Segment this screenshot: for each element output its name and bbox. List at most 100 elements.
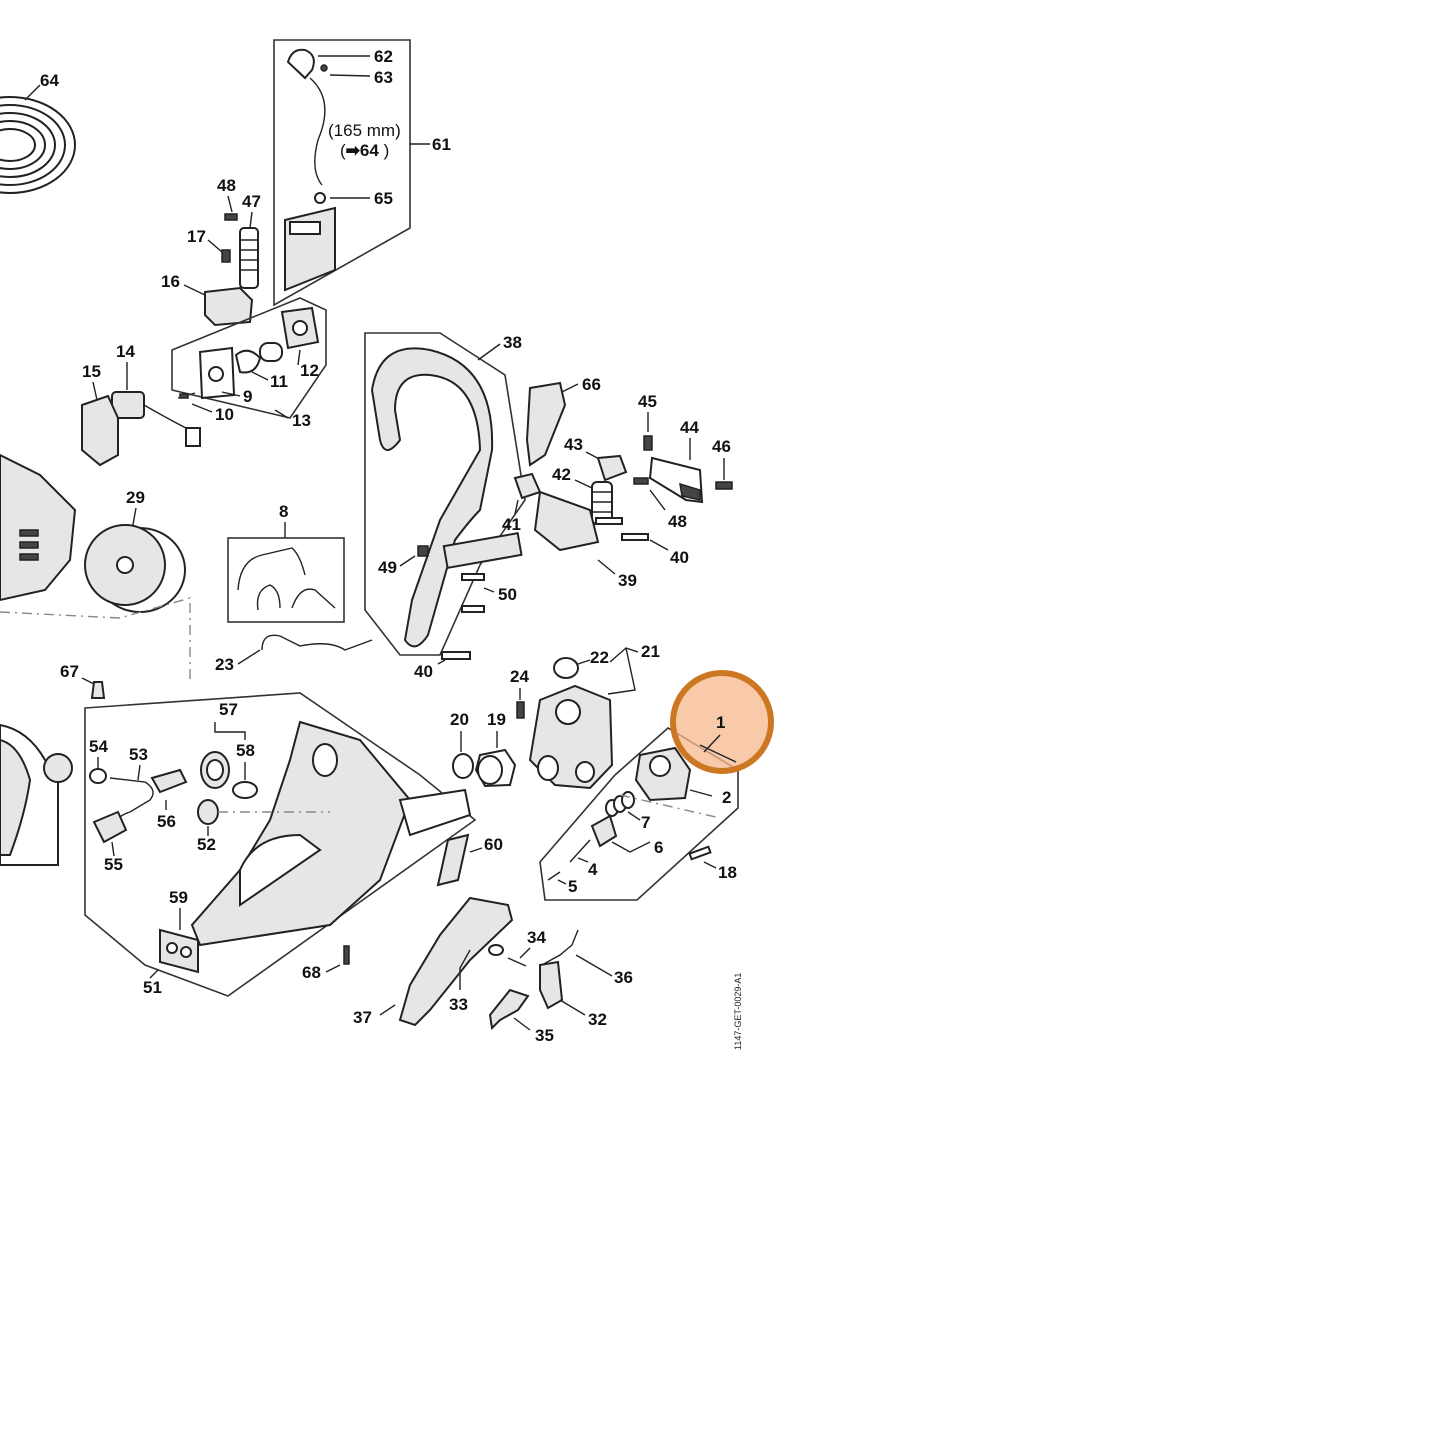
callout-43[interactable]: 43	[564, 435, 583, 454]
callout-23[interactable]: 23	[215, 655, 234, 674]
callout-39[interactable]: 39	[618, 571, 637, 590]
callout-63[interactable]: 63	[374, 68, 393, 87]
callout-49[interactable]: 49	[378, 558, 397, 577]
callout-45[interactable]: 45	[638, 392, 657, 411]
assembly-dash-line-3	[619, 794, 721, 819]
callout-60[interactable]: 60	[484, 835, 503, 854]
callout-38[interactable]: 38	[503, 333, 522, 352]
callout-8[interactable]: 8	[279, 502, 288, 521]
callout-66[interactable]: 66	[582, 375, 601, 394]
part-50-screw-b	[461, 605, 485, 613]
part-68-screw	[343, 945, 350, 965]
part-54-grommet	[89, 768, 107, 784]
callout-11[interactable]: 11	[270, 372, 288, 391]
part-42-spring	[591, 481, 613, 525]
callout-17[interactable]: 17	[187, 227, 206, 246]
callout-40-right[interactable]: 40	[670, 548, 689, 567]
group-box-51	[84, 692, 477, 997]
callout-68[interactable]: 68	[302, 963, 321, 982]
callout-15[interactable]: 15	[82, 362, 101, 381]
callout-44[interactable]: 44	[680, 418, 699, 437]
callout-2[interactable]: 2	[722, 788, 731, 807]
callout-55[interactable]: 55	[104, 855, 123, 874]
callout-58[interactable]: 58	[236, 741, 255, 760]
part-56-fitting	[150, 768, 188, 794]
part-49-nut	[417, 545, 429, 557]
callout-36[interactable]: 36	[614, 968, 633, 987]
part-24-screw	[516, 701, 525, 719]
callout-4[interactable]: 4	[588, 860, 598, 879]
callout-46[interactable]: 46	[712, 437, 731, 456]
callout-37[interactable]: 37	[353, 1008, 372, 1027]
group-box-8	[227, 537, 345, 623]
part-48-screw-top	[224, 213, 238, 221]
callout-29[interactable]: 29	[126, 488, 145, 507]
part-12-carb-flange	[280, 306, 320, 350]
callout-67[interactable]: 67	[60, 662, 79, 681]
part-shroud-left	[0, 453, 77, 602]
callout-32[interactable]: 32	[588, 1010, 607, 1029]
callout-33[interactable]: 33	[449, 995, 468, 1014]
callout-34[interactable]: 34	[527, 928, 546, 947]
callout-1[interactable]: 1	[716, 713, 725, 732]
callout-7[interactable]: 7	[641, 813, 650, 832]
callout-64[interactable]: 64	[40, 71, 59, 90]
part-8-hoses	[237, 547, 336, 611]
callout-51[interactable]: 51	[143, 978, 162, 997]
part-57-tank-vent	[200, 751, 230, 789]
callout-48-right[interactable]: 48	[668, 512, 687, 531]
part-39-anchor	[533, 490, 600, 552]
callout-47[interactable]: 47	[242, 192, 261, 211]
callout-14[interactable]: 14	[116, 342, 135, 361]
callout-35[interactable]: 35	[535, 1026, 554, 1045]
part-63-clip	[320, 64, 328, 72]
callout-48-top[interactable]: 48	[217, 176, 236, 195]
highlight-callout-1[interactable]	[670, 670, 774, 774]
part-18-screw	[688, 845, 712, 861]
part-5-screw	[547, 871, 561, 881]
callout-6[interactable]: 6	[654, 838, 663, 857]
callout-10[interactable]: 10	[215, 405, 234, 424]
callout-24[interactable]: 24	[510, 667, 529, 686]
callout-56[interactable]: 56	[157, 812, 176, 831]
part-64-coil	[0, 96, 76, 194]
part-hose-wire	[309, 77, 326, 186]
part-55-fuel-filter	[92, 810, 128, 844]
callout-9[interactable]: 9	[243, 387, 252, 406]
group-box-38	[364, 332, 526, 656]
callout-53[interactable]: 53	[129, 745, 148, 764]
callout-50[interactable]: 50	[498, 585, 517, 604]
callout-16[interactable]: 16	[161, 272, 180, 291]
callout-5[interactable]: 5	[568, 877, 577, 896]
part-36-spring	[539, 929, 579, 967]
part-19-intake-manifold	[474, 748, 517, 788]
callout-57[interactable]: 57	[219, 700, 238, 719]
callout-18[interactable]: 18	[718, 863, 737, 882]
callout-52[interactable]: 52	[197, 835, 216, 854]
callout-65[interactable]: 65	[374, 189, 393, 208]
callout-13[interactable]: 13	[292, 411, 311, 430]
callout-40-bottom[interactable]: 40	[414, 662, 433, 681]
callout-21[interactable]: 21	[641, 642, 660, 661]
callout-41[interactable]: 41	[502, 515, 521, 534]
part-43-bracket	[596, 454, 628, 482]
callout-19[interactable]: 19	[487, 710, 506, 729]
part-44-buffer	[648, 456, 704, 504]
part-14-switch	[111, 391, 201, 447]
callout-59[interactable]: 59	[169, 888, 188, 907]
callout-61[interactable]: 61	[432, 135, 451, 154]
part-15-cover	[81, 394, 119, 467]
callout-62[interactable]: 62	[374, 47, 393, 66]
part-40-bolt-b	[621, 533, 649, 541]
part-20-clamp-ring	[452, 753, 474, 779]
callout-12[interactable]: 12	[300, 361, 319, 380]
callout-20[interactable]: 20	[450, 710, 469, 729]
part-35-interlock-lever	[488, 988, 530, 1031]
callout-54[interactable]: 54	[89, 737, 108, 756]
part-17-screw	[221, 249, 231, 263]
part-sleeve	[259, 342, 283, 362]
part-65-boot	[314, 192, 326, 204]
callout-42[interactable]: 42	[552, 465, 571, 484]
callout-22[interactable]: 22	[590, 648, 609, 667]
part-23-hose	[261, 634, 373, 651]
